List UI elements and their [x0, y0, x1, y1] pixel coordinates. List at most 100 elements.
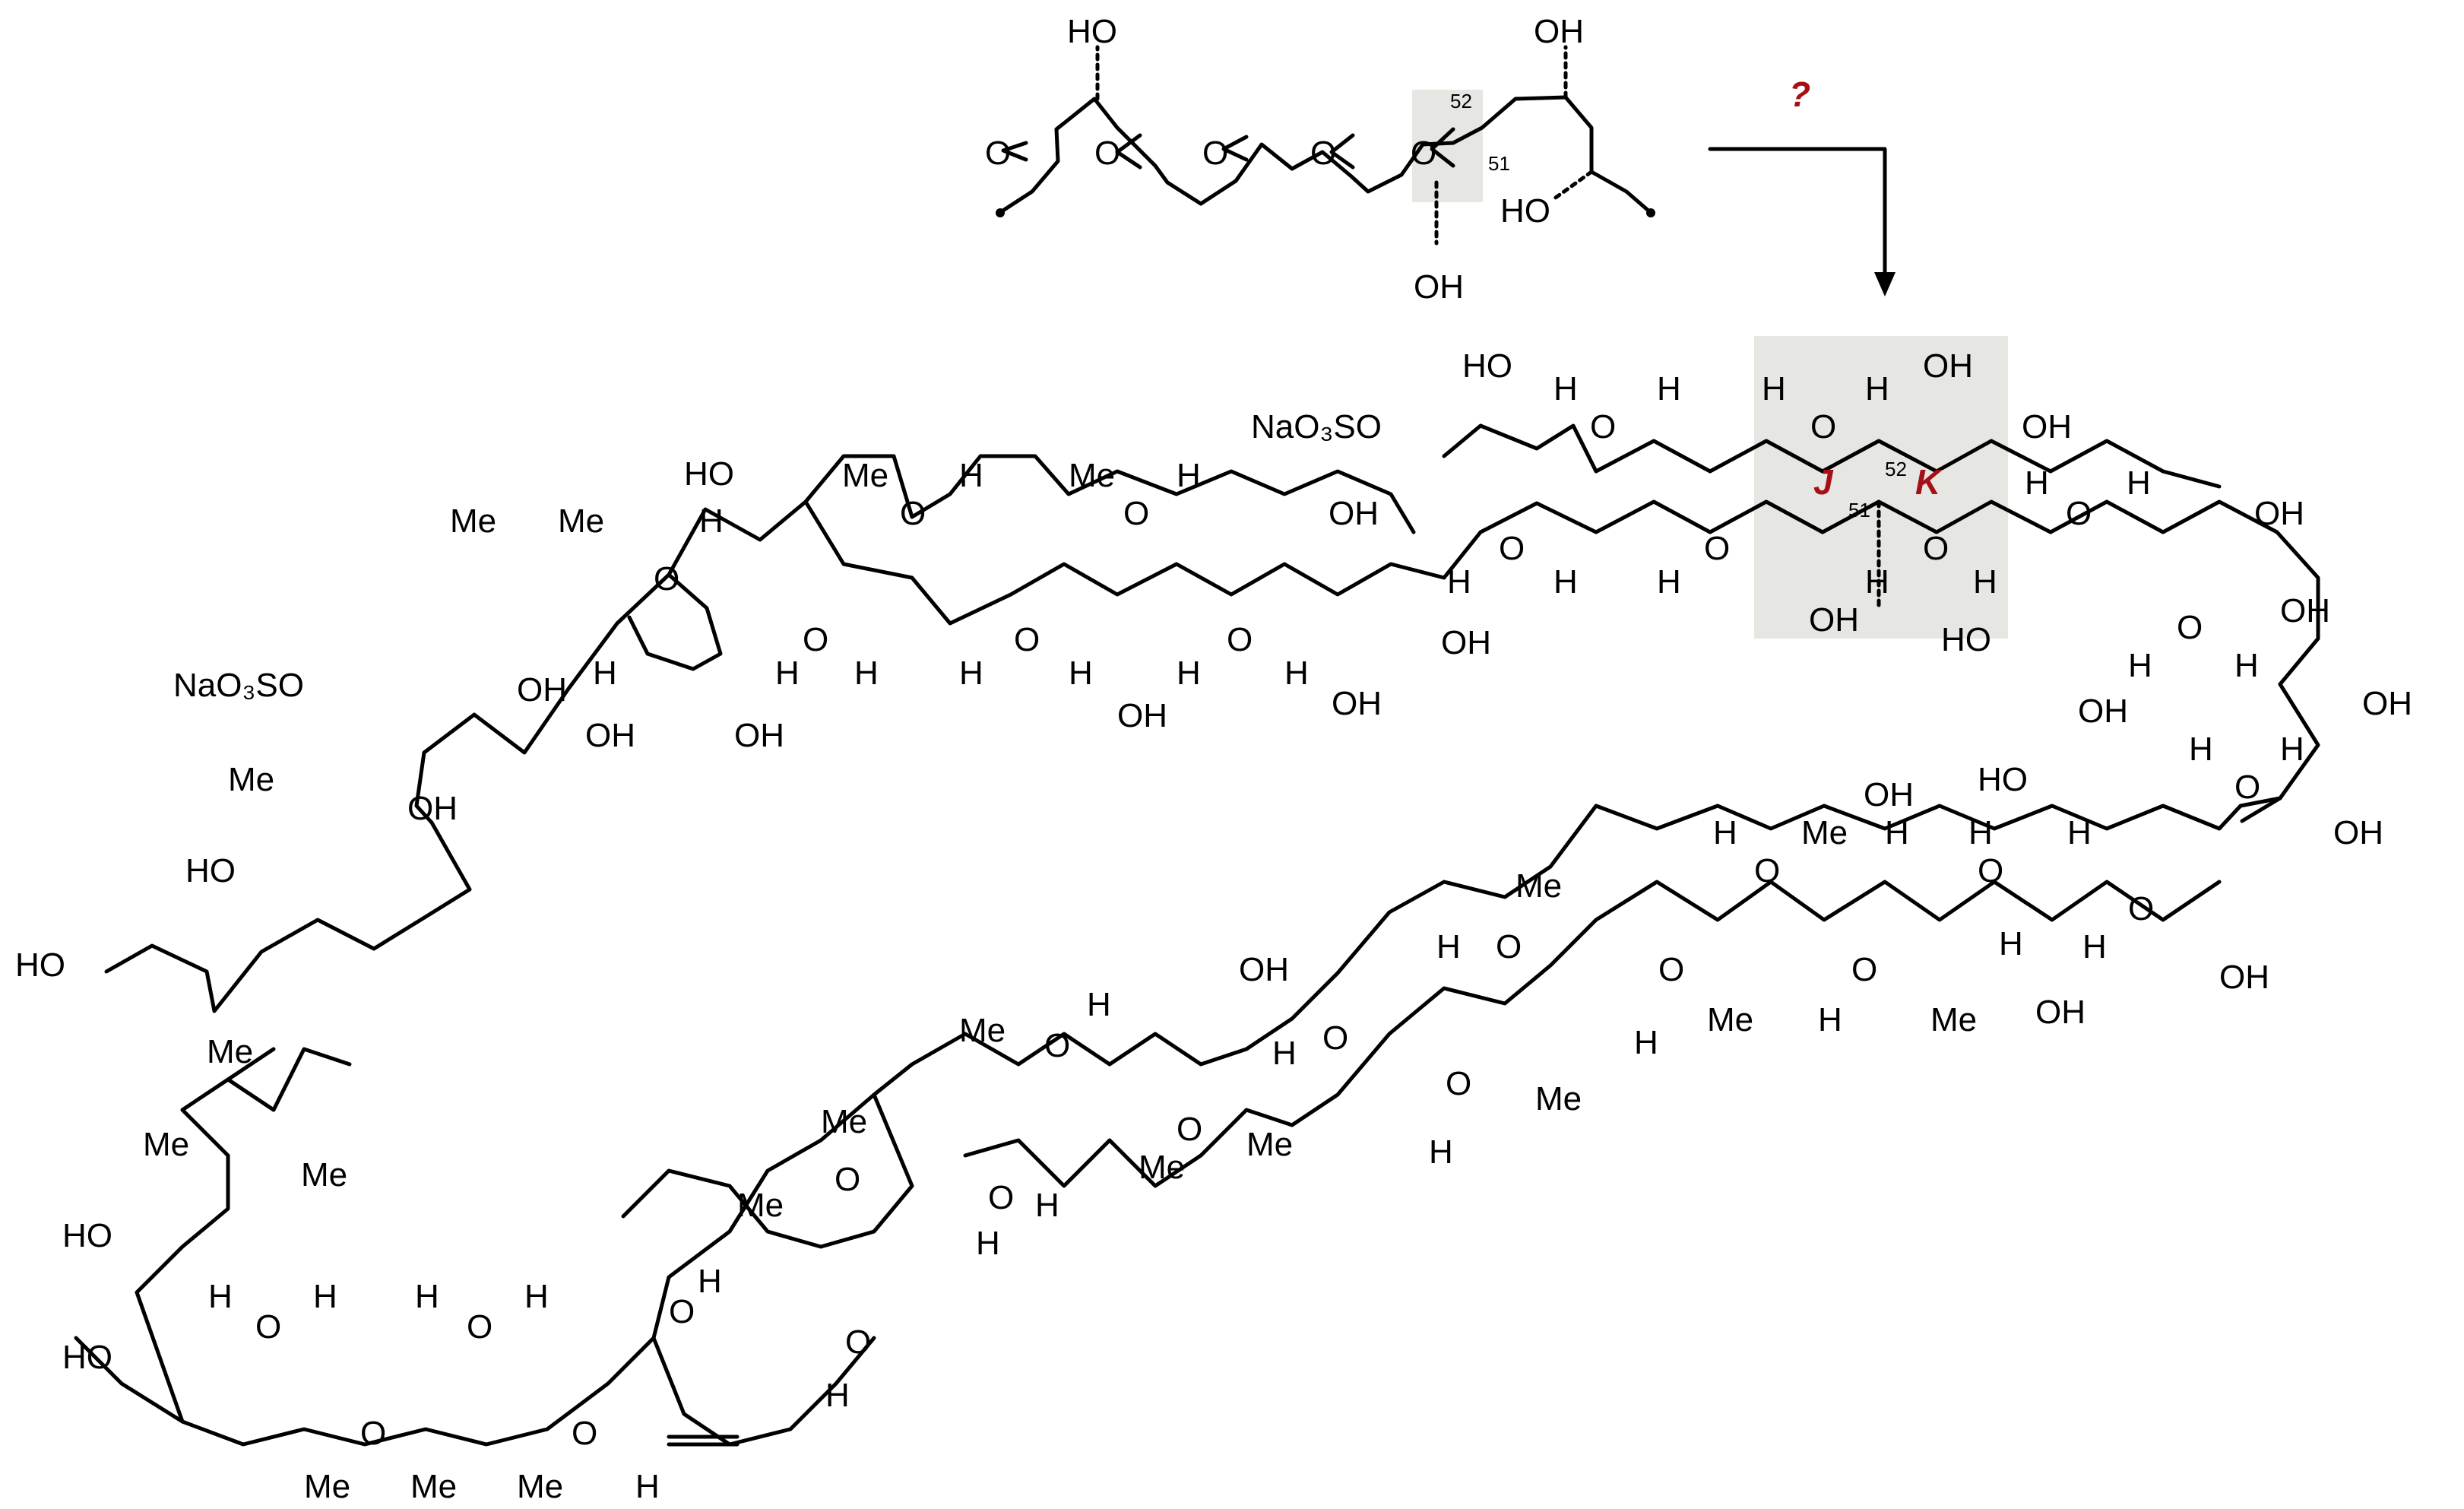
me-mid-5: Me: [1535, 1080, 1582, 1117]
oh-ring-a-2: OH: [734, 717, 784, 754]
h-low-4: H: [208, 1278, 233, 1315]
ring-o-mid-2: O: [2128, 890, 2154, 927]
me-top-2: Me: [1069, 457, 1115, 494]
ring-o-mid-13: O: [835, 1161, 860, 1198]
me-mid-1: Me: [1801, 814, 1848, 851]
h-ring-a-3: H: [775, 655, 800, 692]
oh-mid-3: OH: [2035, 994, 2086, 1031]
h-top-2: H: [1177, 457, 1201, 494]
me-mid-6: Me: [1246, 1126, 1293, 1163]
ring-o-e: O: [1014, 621, 1040, 658]
h-mid-17: H: [825, 1377, 850, 1414]
ring-o-mid-6: O: [1658, 951, 1684, 988]
ho-right-1: HO: [1941, 621, 1991, 658]
precursor-o-4: O: [1310, 135, 1336, 172]
ring-o-k: O: [1923, 530, 1949, 567]
precursor-oh-bottom: OH: [1414, 268, 1464, 306]
ring-o-mid-11: O: [1044, 1027, 1070, 1064]
ring-o-mid-7: O: [1496, 928, 1522, 965]
ho-ring-a: HO: [684, 455, 734, 493]
h-mid-6: H: [1968, 814, 1993, 851]
ring-o-a: O: [654, 560, 679, 598]
h-upper-1: H: [1553, 370, 1578, 407]
h-j-bottom: H: [1865, 563, 1889, 601]
h-mid-12: H: [1429, 1133, 1453, 1171]
h-mid-19: H: [635, 1468, 660, 1505]
h-mid-5: H: [1999, 925, 2023, 962]
ring-o-low-3: O: [360, 1415, 386, 1452]
product-number-51: 51: [1848, 499, 1870, 521]
oh-bottom-1: OH: [1117, 697, 1167, 734]
oh-c6: OH: [517, 671, 567, 709]
h-k-bottom: H: [1973, 563, 1997, 601]
me-top-1: Me: [842, 457, 888, 494]
h-low-1: H: [524, 1278, 549, 1315]
precursor-number-52: 52: [1450, 90, 1472, 113]
ring-o-i: O: [1499, 530, 1525, 567]
ring-o-mid-5: O: [1851, 951, 1877, 988]
ring-o-b: O: [803, 621, 828, 658]
h-mid-16: H: [976, 1225, 1000, 1262]
oh-top-ring: OH: [1329, 495, 1379, 532]
me-mid-10: Me: [737, 1187, 784, 1224]
product-lower-labels: HO H O H OH OH O H H OH H O H H OH Me O …: [62, 731, 2383, 1505]
precursor-o-1: O: [985, 135, 1011, 172]
h-mid-8: H: [1713, 814, 1737, 851]
h-bottom-1: H: [854, 655, 879, 692]
ring-o-f: O: [1227, 621, 1253, 658]
me-mid-4: Me: [1515, 867, 1562, 905]
ho-mid-1: HO: [1978, 761, 2028, 798]
ring-o-l: O: [2066, 495, 2092, 532]
ring-o-low-1: O: [572, 1415, 597, 1452]
ring-o-mid-14: O: [845, 1324, 871, 1361]
ring-o-low-2: O: [467, 1308, 492, 1346]
question-mark: ?: [1789, 74, 1810, 114]
me-c3: Me: [228, 761, 274, 798]
oh-low-2: HO: [62, 1339, 112, 1376]
me-low-3: Me: [304, 1468, 350, 1505]
ring-label-k: K: [1915, 462, 1943, 502]
h-mid-18: H: [698, 1263, 722, 1300]
ring-label-j: J: [1813, 462, 1834, 502]
me-mid-3: Me: [1707, 1001, 1753, 1038]
ho-terminal: HO: [15, 946, 65, 984]
ring-o-mid-8: O: [1446, 1065, 1471, 1102]
ring-o-g: O: [1590, 408, 1616, 445]
ring-o-mid-15: O: [669, 1293, 695, 1330]
h-mid-13: H: [1272, 1035, 1297, 1072]
precursor-oh-top: OH: [1534, 13, 1584, 50]
precursor-o-5: O: [1411, 135, 1436, 172]
h-ring-a-1: H: [699, 502, 724, 540]
oh-right-4: OH: [2362, 685, 2412, 722]
h-bottom-5: H: [1284, 655, 1309, 692]
ring-o-mid-12: O: [988, 1179, 1014, 1216]
oh-bottom-2: OH: [1332, 685, 1382, 722]
oh-right-1: OH: [2254, 495, 2304, 532]
precursor-o-3: O: [1202, 135, 1228, 172]
me-alkene: Me: [207, 1033, 253, 1070]
precursor-number-51: 51: [1488, 152, 1510, 175]
me-low-4: Me: [143, 1126, 189, 1163]
precursor-structure: HO O O O O O 52 51 OH HO OH: [985, 13, 1655, 306]
h-mid-1: H: [2189, 731, 2213, 768]
ho-upper-ring: HO: [1462, 347, 1512, 385]
h-upper-3: H: [1762, 370, 1786, 407]
ring-o-h: O: [1810, 408, 1836, 445]
h-low-3: H: [313, 1278, 337, 1315]
ring-o-mid-9: O: [1322, 1019, 1348, 1057]
oh-k-right: OH: [2022, 408, 2072, 445]
h-top-1: H: [959, 457, 983, 494]
h-lower-1: H: [1447, 563, 1471, 601]
ring-o-mid-1: O: [2234, 769, 2260, 806]
oh-mid-5: OH: [1239, 951, 1289, 988]
product-upper-chain: [104, 423, 2320, 1013]
me-low-2: Me: [410, 1468, 457, 1505]
h-mid-7: H: [1885, 814, 1909, 851]
h-bottom-2: H: [959, 655, 983, 692]
ring-o-j: O: [1704, 530, 1730, 567]
h-right-4: H: [2234, 647, 2259, 684]
h-bottom-4: H: [1177, 655, 1201, 692]
h-mid-3: H: [2067, 814, 2092, 851]
oh-j-bottom: OH: [1809, 601, 1859, 639]
